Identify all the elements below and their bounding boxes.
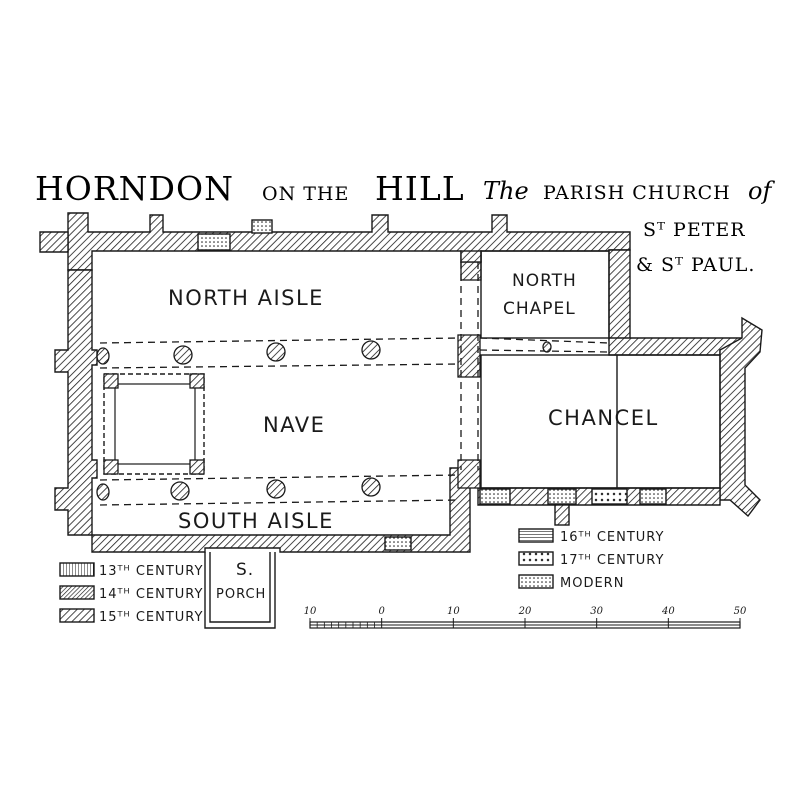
legend-label-17c: 17ᵀᴴ CENTURY	[560, 553, 664, 568]
pier-south-1	[170, 481, 190, 501]
tower-post-sw	[103, 459, 119, 475]
west-tower	[103, 373, 205, 475]
title-parish-church: PARISH CHURCH	[543, 182, 731, 204]
arcade-lines	[99, 250, 721, 506]
label-chancel: CHANCEL	[548, 406, 659, 430]
legend-label-14c: 14ᵀᴴ CENTURY	[99, 587, 203, 602]
pier-north-1	[173, 345, 193, 365]
legend-swatch-modern	[518, 574, 554, 589]
south-aisle-south-wall	[91, 467, 471, 553]
north-arcade-lower	[99, 363, 461, 369]
pier-south-2	[266, 479, 286, 499]
scale-label-4: 30	[590, 606, 603, 617]
chancel-arch-pier-upper	[457, 334, 481, 378]
title-of: of	[748, 177, 775, 205]
pier-south-respond-w	[96, 483, 110, 501]
legend-swatch-17c	[518, 551, 554, 566]
chancel-south-buttress	[554, 504, 570, 526]
scale-label-1: 0	[378, 606, 385, 617]
legend-label-modern: MODERN	[560, 576, 624, 591]
legend-label-13c: 13ᵀᴴ CENTURY	[99, 564, 203, 579]
legend-label-15c: 15ᵀᴴ CENTURY	[99, 610, 203, 625]
title-the: The	[483, 177, 529, 205]
title-hill: HILL	[375, 169, 465, 208]
tower-outer	[103, 373, 205, 475]
chancel-outline	[480, 354, 721, 489]
title-horndon: HORNDON	[35, 169, 234, 208]
north-chapel-outline	[480, 250, 610, 339]
scale-label-6: 50	[734, 606, 747, 617]
south-porch-inner	[209, 552, 271, 623]
legend-swatch-15c	[59, 608, 95, 623]
label-south-aisle: SOUTH AISLE	[178, 509, 334, 533]
title-st-peter: Sᵀ PETER	[643, 219, 746, 241]
pier-north-2	[266, 342, 286, 362]
pier-north-3	[361, 340, 381, 360]
pier-north-respond-w	[96, 347, 110, 365]
pier-south-3	[361, 477, 381, 497]
label-north-chapel-1: NORTH	[512, 271, 577, 291]
chancel-east-wall	[719, 316, 763, 518]
south-aisle-modern	[384, 536, 412, 551]
legend-left: 13ᵀᴴ CENTURY 14ᵀᴴ CENTURY 15ᵀᴴ CENTURY	[59, 562, 203, 625]
legend-right: 16ᵀᴴ CENTURY 17ᵀᴴ CENTURY MODERN	[518, 528, 664, 591]
chancel-arch-pier-lower	[457, 459, 481, 489]
legend-swatch-16c	[518, 528, 554, 543]
tower-post-ne	[189, 373, 205, 389]
north-arcade-upper	[99, 337, 461, 344]
legend-label-16c: 16ᵀᴴ CENTURY	[560, 530, 664, 545]
scale-label-2: 10	[447, 606, 460, 617]
tower-inner	[114, 383, 196, 465]
legend-swatch-13c	[59, 562, 95, 577]
chapel-arcade-upper	[479, 337, 610, 344]
chancel-south-modern-3	[639, 488, 667, 505]
room-labels: NORTH AISLE NORTH CHAPEL NAVE CHANCEL SO…	[168, 271, 659, 602]
label-porch-2: PORCH	[216, 587, 266, 602]
north-chapel-east-wall	[608, 249, 631, 341]
title-st-paul: & Sᵀ PAUL.	[636, 254, 755, 276]
scale-label-5: 40	[661, 606, 675, 617]
south-arcade-lower	[99, 499, 461, 506]
pier-chapel	[542, 341, 552, 353]
chapel-west-wall-top	[460, 250, 482, 263]
north-wall-modern-stub	[251, 219, 273, 234]
scale-bar: 10 0 10 20 30 40 50	[304, 606, 747, 629]
north-wall-modern-patch	[197, 233, 231, 251]
scale-label-0: 10	[304, 606, 317, 617]
tower-post-nw	[103, 373, 119, 389]
nw-buttress	[39, 231, 69, 253]
arcade-piers	[96, 340, 552, 501]
south-porch-outline	[204, 552, 276, 629]
south-arcade-upper	[99, 474, 461, 481]
west-wall	[54, 269, 98, 536]
label-north-aisle: NORTH AISLE	[168, 286, 324, 310]
north-aisle-north-wall	[67, 212, 631, 271]
scale-label-3: 20	[518, 606, 532, 617]
chancel-south-modern-1	[479, 488, 511, 505]
title-block: HORNDON ON THE HILL The PARISH CHURCH of…	[35, 169, 775, 276]
tower-post-se	[189, 459, 205, 475]
label-porch-1: S.	[236, 560, 254, 580]
label-north-chapel-2: CHAPEL	[503, 299, 576, 319]
chancel-south-17c	[591, 488, 628, 505]
label-nave: NAVE	[263, 413, 325, 437]
chancel-south-modern-2	[547, 488, 577, 505]
legend-swatch-14c	[59, 585, 95, 600]
title-on-the: ON THE	[262, 183, 349, 205]
